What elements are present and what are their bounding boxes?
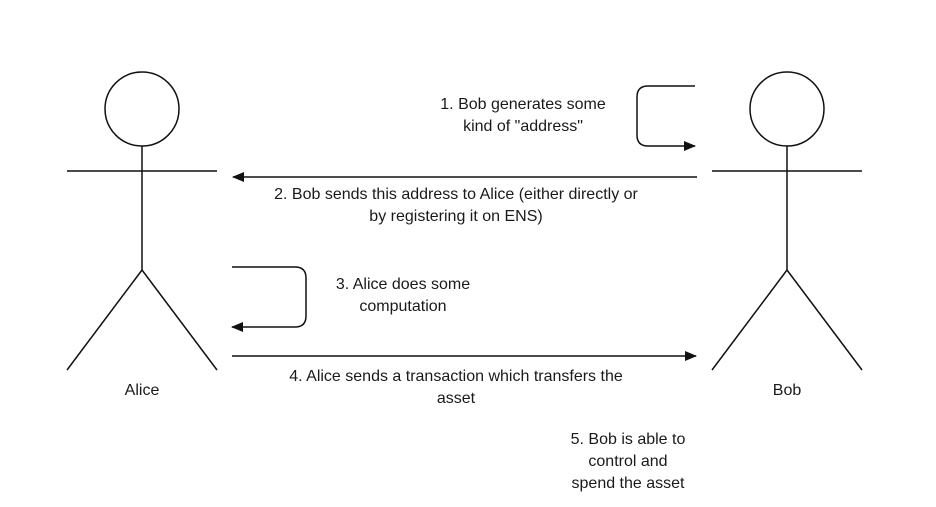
alice-head [104,71,180,147]
bob-name: Bob [772,382,802,399]
step-2-line-1: 2. Bob sends this address to Alice (eith… [274,186,638,203]
bob-head [749,71,825,147]
alice-left-leg [66,269,143,371]
step-2-line-2: by registering it on ENS) [369,208,543,225]
alice-label: Alice [92,380,192,402]
step-3-label: 3. Alice does some computation [313,274,493,318]
step-1-label: 1. Bob generates some kind of "address" [413,94,633,138]
step-5-label: 5. Bob is able to control and spend the … [548,429,708,495]
step-1-self-loop-arrow [636,85,696,151]
step-3-line-2: computation [359,298,447,315]
step-3-line-1: 3. Alice does some [335,276,471,293]
step-5-line-2: control and [588,453,668,470]
step-1-line-1: 1. Bob generates some [440,96,606,113]
step-5-line-1: 5. Bob is able to [570,431,686,448]
alice-right-leg [141,269,218,371]
bob-actor-figure [711,71,863,371]
step-2-label: 2. Bob sends this address to Alice (eith… [231,184,681,228]
alice-name: Alice [124,382,160,399]
step-1-line-2: kind of "address" [463,118,583,135]
step-3-self-loop-arrow [231,266,307,332]
step-4-line-1: 4. Alice sends a transaction which trans… [289,368,623,385]
step-5-line-3: spend the asset [571,475,685,492]
alice-actor-figure [66,71,218,371]
bob-left-leg [711,269,788,371]
step-4-label: 4. Alice sends a transaction which trans… [236,366,676,410]
bob-right-leg [786,269,863,371]
bob-label: Bob [737,380,837,402]
step-4-line-2: asset [436,390,476,407]
